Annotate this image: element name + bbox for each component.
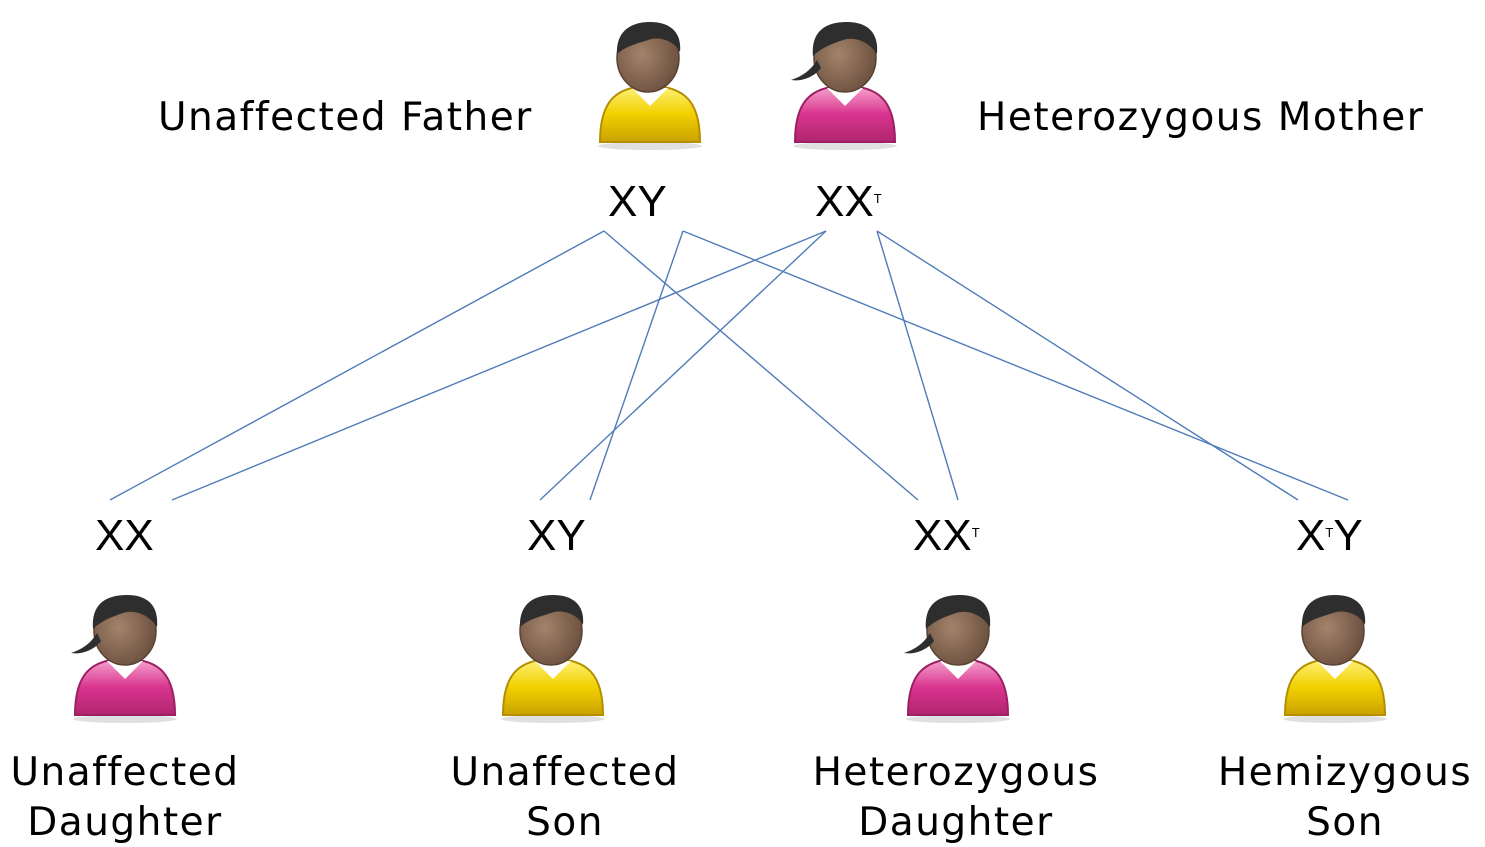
line-mother-x-to-son: [539, 230, 827, 501]
line-mother-xt-to-het-daughter: [876, 230, 959, 501]
male-person-icon: [1283, 595, 1387, 723]
child-genotype: XX: [95, 511, 154, 560]
female-person-icon: [71, 595, 177, 723]
line-father-y-to-son: [589, 230, 684, 501]
male-person-icon: [501, 595, 605, 723]
father-genotype: XY: [608, 177, 667, 226]
line-mother-xt-to-hemi-son: [876, 230, 1299, 501]
female-person-icon: [904, 595, 1010, 723]
female-person-icon: [791, 22, 897, 150]
child-genotype: XY: [527, 511, 586, 560]
mother-genotype: XXT: [815, 177, 882, 226]
mother-label: Heterozygous Mother: [977, 95, 1425, 140]
child-genotype: XXT: [913, 511, 980, 560]
line-father-x-to-het-daughter: [603, 230, 919, 501]
father-label: Unaffected Father: [158, 95, 533, 140]
line-father-y-to-hemi-son: [682, 230, 1349, 501]
line-mother-x-to-daughter: [171, 230, 827, 501]
child-genotype: XTY: [1296, 511, 1363, 560]
line-father-x-to-daughter: [109, 230, 605, 501]
male-person-icon: [598, 22, 702, 150]
